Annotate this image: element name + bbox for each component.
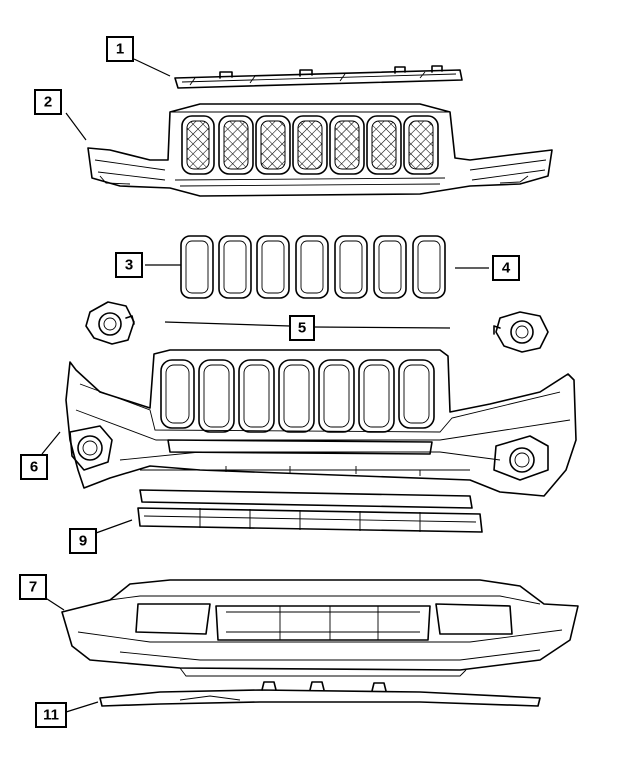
callout-6: 6 bbox=[20, 454, 48, 480]
callout-7: 7 bbox=[19, 574, 47, 600]
part-9-lower-grille bbox=[137, 489, 483, 533]
svg-text:5: 5 bbox=[298, 320, 306, 337]
part-7-lower-fascia bbox=[61, 579, 579, 677]
part-2-grille-assembly bbox=[87, 103, 553, 197]
callout-4: 4 bbox=[492, 255, 520, 281]
part-6-front-fascia bbox=[65, 349, 577, 497]
part-5-fog-bezels bbox=[85, 301, 549, 353]
callout-2: 2 bbox=[34, 89, 62, 115]
callout-5: 5 bbox=[289, 315, 315, 341]
svg-text:3: 3 bbox=[125, 257, 133, 274]
callout-3: 3 bbox=[115, 252, 143, 278]
part-2-grille-slots bbox=[181, 115, 439, 175]
svg-text:2: 2 bbox=[44, 94, 52, 111]
part-11-skid-plate bbox=[99, 681, 541, 707]
svg-text:4: 4 bbox=[502, 260, 511, 277]
callout-1: 1 bbox=[106, 36, 134, 62]
svg-text:11: 11 bbox=[43, 707, 59, 724]
part-3-4-grille-bezels bbox=[180, 235, 446, 299]
callout-11: 11 bbox=[35, 702, 67, 728]
svg-text:9: 9 bbox=[79, 533, 87, 550]
callout-9: 9 bbox=[69, 528, 97, 554]
part-1-upper-bracket bbox=[174, 65, 463, 89]
svg-text:7: 7 bbox=[29, 579, 37, 596]
svg-text:1: 1 bbox=[116, 41, 124, 58]
svg-text:6: 6 bbox=[30, 459, 38, 476]
leader-lines bbox=[41, 58, 489, 713]
